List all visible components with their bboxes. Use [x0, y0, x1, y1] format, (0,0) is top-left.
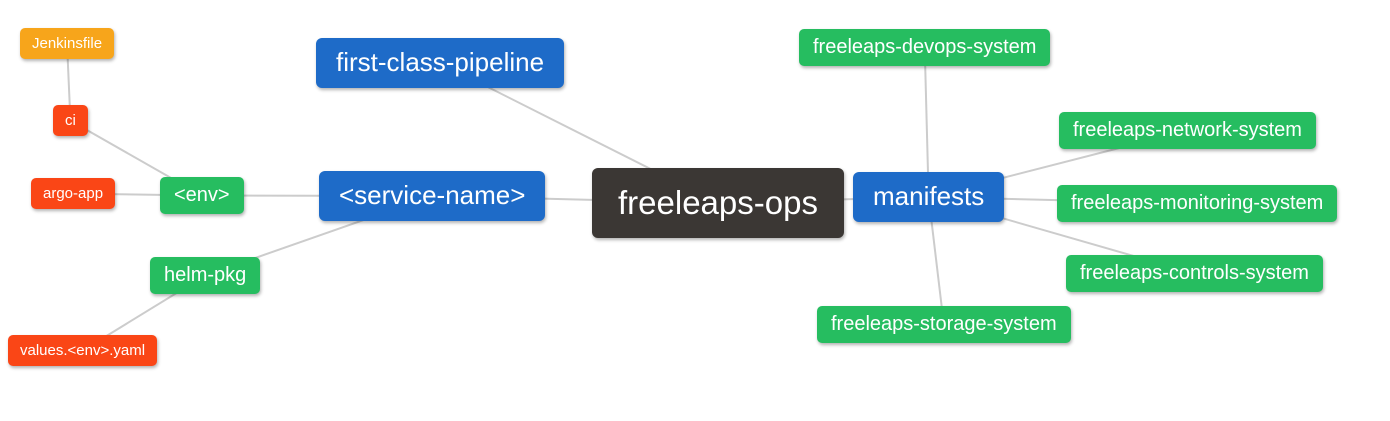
node-freeleaps-ops-root[interactable]: freeleaps-ops [592, 168, 844, 238]
node-freeleaps-controls-system[interactable]: freeleaps-controls-system [1066, 255, 1323, 292]
node-values-env-yaml[interactable]: values.<env>.yaml [8, 335, 158, 367]
node-helm-pkg[interactable]: helm-pkg [150, 257, 261, 294]
node-freeleaps-monitoring-system[interactable]: freeleaps-monitoring-system [1057, 185, 1338, 222]
node-freeleaps-storage-system[interactable]: freeleaps-storage-system [817, 306, 1071, 343]
node-freeleaps-network-system[interactable]: freeleaps-network-system [1059, 112, 1316, 149]
node-freeleaps-devops-system[interactable]: freeleaps-devops-system [799, 29, 1051, 66]
node-ci[interactable]: ci [53, 105, 88, 137]
node-service-name[interactable]: <service-name> [319, 171, 546, 221]
node-first-class-pipeline[interactable]: first-class-pipeline [316, 38, 565, 88]
node-manifests[interactable]: manifests [853, 172, 1005, 222]
node-argo-app[interactable]: argo-app [31, 178, 116, 210]
node-env[interactable]: <env> [160, 177, 244, 214]
node-jenkinsfile[interactable]: Jenkinsfile [20, 28, 115, 60]
